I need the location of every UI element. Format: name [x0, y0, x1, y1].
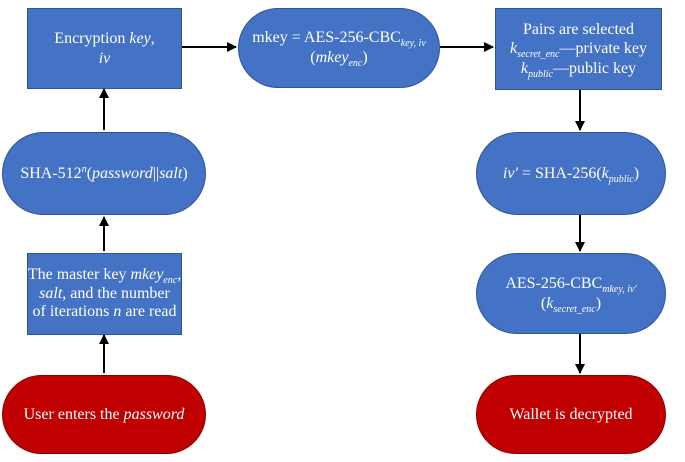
iv-prime-sha256-pill: iv′ = SHA-256(kpublic)	[476, 132, 666, 215]
master-key-read-box: The master key mkeyenc, salt, and the nu…	[27, 253, 182, 335]
mkey-aes-pill: mkey = AES-256-CBCkey, iv (mkeyenc)	[238, 8, 440, 88]
encryption-key-iv-box: Encryption key, iv	[27, 8, 182, 89]
wallet-decrypted-pill: Wallet is decrypted	[476, 375, 666, 454]
pairs-selected-box: Pairs are selected ksecret_enc—private k…	[495, 8, 662, 90]
user-enters-password-pill: User enters the password	[2, 375, 206, 454]
aes-decrypt-pill: AES-256-CBCmkey, iv′ (ksecret_enc)	[476, 253, 666, 334]
sha512-pill: SHA-512n(password||salt)	[2, 132, 206, 215]
